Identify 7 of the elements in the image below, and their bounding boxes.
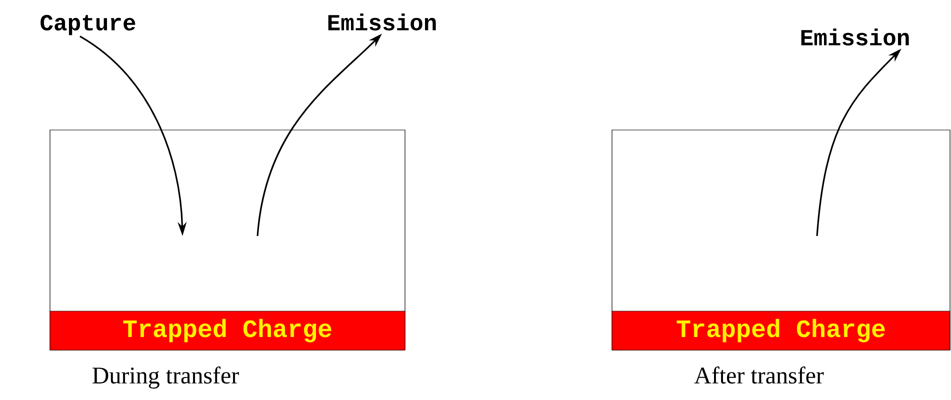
charge-band: Trapped Charge <box>612 310 950 350</box>
process-label: Capture <box>40 14 136 36</box>
node-label: After transfer <box>694 366 824 384</box>
process-label: Emission <box>328 14 436 30</box>
charge-band: Trapped Charge <box>50 310 406 350</box>
node-label: During transfer <box>92 366 239 389</box>
process-label: Emission <box>801 28 909 46</box>
